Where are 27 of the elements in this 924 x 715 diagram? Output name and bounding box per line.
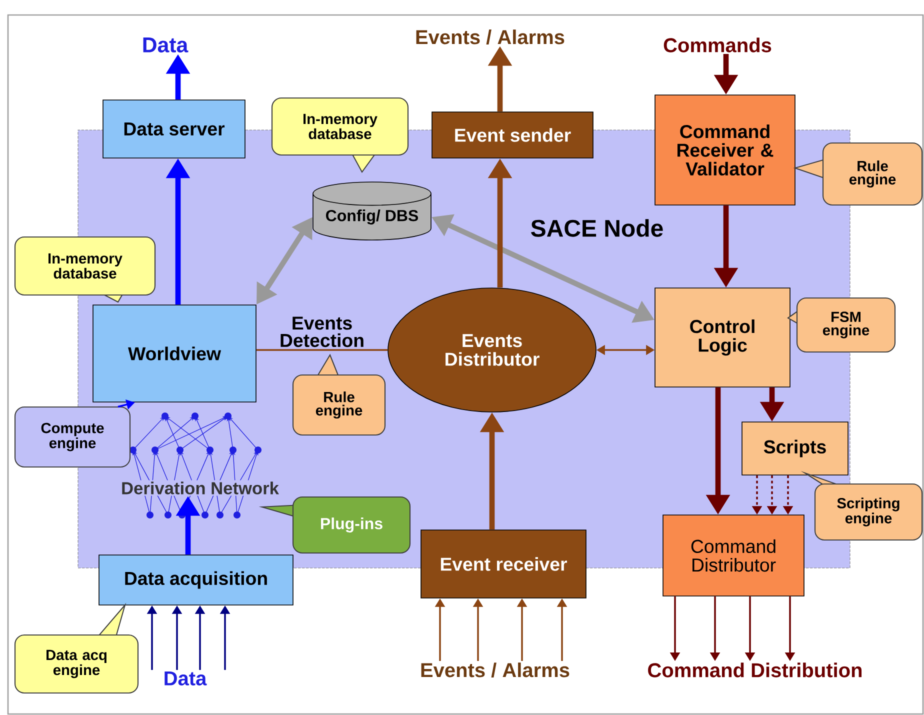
callout-bubble: Scripting engine [800, 470, 923, 541]
process-box: Control Logic [654, 288, 790, 388]
process-box: Data server [102, 100, 246, 158]
flow-label: Data [164, 672, 207, 686]
process-box: Worldview [92, 304, 256, 402]
process-box: Scripts [742, 422, 848, 476]
callout-bubble: Compute engine [14, 406, 131, 468]
edge-label: Events Detection [270, 315, 374, 348]
flow-label: Events / Alarms [416, 30, 564, 44]
callout-bubble: In-memory database [271, 97, 409, 173]
callout-bubble: FSM engine [787, 297, 896, 353]
flow-label: Events / Alarms [421, 662, 570, 678]
flow-label: Data [143, 38, 188, 52]
process-box: Event sender [432, 112, 594, 158]
callout-bubble: Data acq engine [14, 602, 139, 694]
process-box: Data acquisition [98, 554, 294, 606]
process-box: Command Receiver & Validator [654, 94, 796, 206]
flow-label: Commands [664, 38, 772, 52]
callout-bubble: Rule engine [793, 142, 923, 206]
process-box: Event receiver [420, 530, 586, 598]
callout-bubble: In-memory database [14, 236, 156, 303]
process-box: Command Distributor [662, 514, 804, 596]
callout-bubble: Rule engine [292, 354, 386, 436]
flow-label: Command Distribution [648, 662, 862, 678]
network-label: Derivation Network [120, 480, 280, 496]
database-cylinder: Config/ DBS [312, 182, 432, 240]
callout-bubble: Plug-ins [258, 496, 411, 554]
